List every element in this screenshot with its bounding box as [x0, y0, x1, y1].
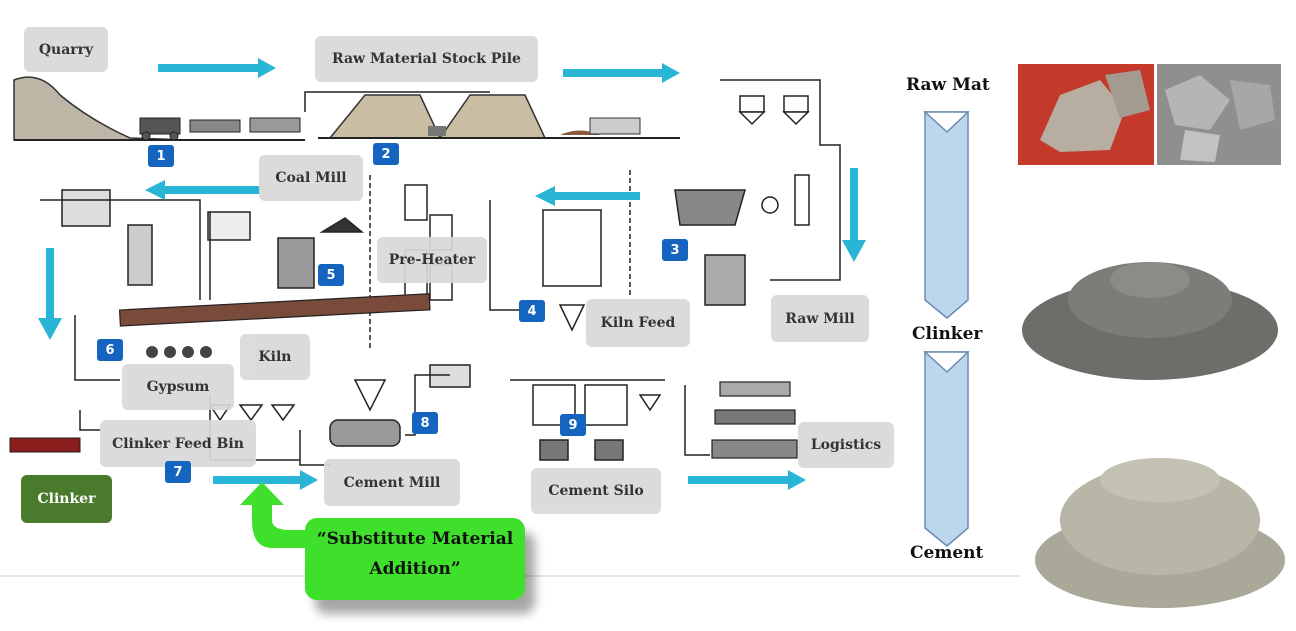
- arrow-silos-to-rawmill-icon: [842, 168, 866, 262]
- logistics-icon: [711, 381, 798, 459]
- step-badge-8: 8: [412, 412, 438, 434]
- label-cement-mill: Cement Mill: [324, 459, 460, 506]
- step-badge-5: 5: [318, 264, 344, 286]
- step-badge-7: 7: [165, 461, 191, 483]
- cement-photo: [1035, 458, 1285, 608]
- step-badge-3: 3: [662, 239, 688, 261]
- label-logistics: Logistics: [798, 422, 894, 468]
- label-raw-material-stock-pile: Raw Material Stock Pile: [315, 36, 538, 82]
- label-clinker: Clinker: [21, 475, 112, 523]
- raw-mill-icon: [674, 174, 810, 306]
- step-badge-6: 6: [97, 339, 123, 361]
- label-clinker-feed-bin: Clinker Feed Bin: [100, 420, 256, 467]
- label-cement-silo: Cement Silo: [531, 468, 661, 514]
- stage-raw-mat: Raw Mat: [906, 75, 990, 95]
- substitute-material-callout: “Substitute Material Addition”: [305, 518, 525, 600]
- chevron-raw-to-clinker-icon: [924, 111, 969, 319]
- coal-mill-icon: [61, 189, 365, 289]
- arrow-silo-to-logistics-icon: [688, 470, 806, 490]
- stage-clinker: Clinker: [912, 324, 983, 344]
- substitute-line-1: “Substitute Material: [316, 529, 514, 549]
- clinker-photo: [1022, 262, 1278, 380]
- arrow-to-cement-mill-icon: [213, 470, 318, 490]
- arrow-coalmill-to-kiln-icon: [145, 180, 260, 200]
- label-quarry: Quarry: [24, 27, 108, 72]
- cement-silos-icon: [532, 384, 662, 461]
- label-gypsum: Gypsum: [122, 364, 234, 410]
- label-kiln: Kiln: [240, 334, 310, 380]
- excavator-icon: [139, 117, 301, 141]
- label-pre-heater: Pre-Heater: [377, 237, 487, 283]
- stage-cement: Cement: [910, 543, 984, 563]
- truck-icon: [9, 437, 81, 453]
- label-raw-mill: Raw Mill: [771, 295, 869, 342]
- arrow-stockpile-to-silos-icon: [563, 63, 680, 83]
- raw-silos-icon: [738, 95, 810, 126]
- quarry-hill-icon: [13, 76, 191, 141]
- step-badge-4: 4: [519, 300, 545, 322]
- chevron-clinker-to-cement-icon: [924, 351, 969, 547]
- arrow-rawmill-to-preheater-icon: [535, 186, 640, 206]
- substitute-line-2: Addition”: [369, 559, 461, 579]
- arrow-coal-down-icon: [38, 248, 62, 340]
- kiln-supports-icon: [146, 346, 212, 358]
- kiln-feed-tank-icon: [542, 209, 602, 287]
- cement-mill-icon: [329, 364, 471, 447]
- kiln-icon: [118, 293, 431, 327]
- arrow-quarry-to-stockpile-icon: [158, 58, 276, 78]
- step-badge-1: 1: [148, 145, 174, 167]
- flow-arrows: [38, 58, 866, 490]
- substitute-arrow-icon: [240, 482, 305, 548]
- label-kiln-feed: Kiln Feed: [586, 299, 690, 347]
- raw-material-photo: [1018, 64, 1281, 165]
- step-badge-9: 9: [560, 414, 586, 436]
- label-coal-mill: Coal Mill: [259, 155, 363, 201]
- step-badge-2: 2: [373, 143, 399, 165]
